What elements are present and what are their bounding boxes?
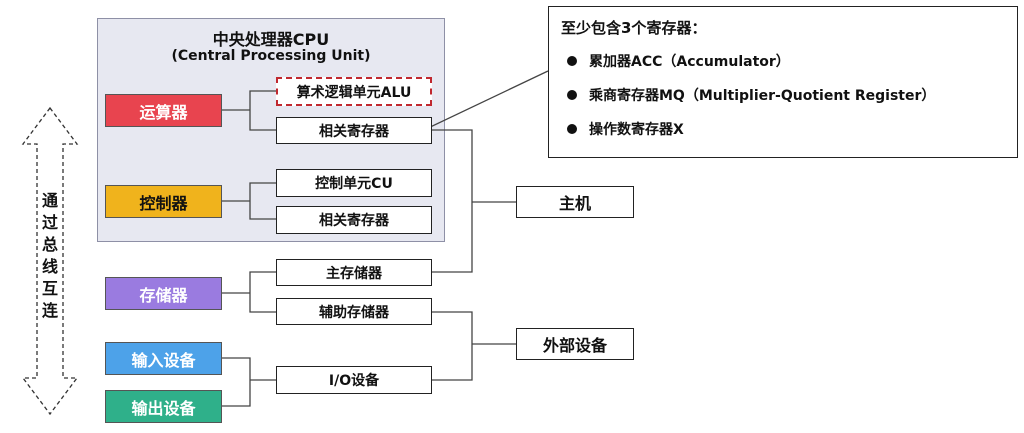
alu-group-box: 运算器: [105, 94, 222, 127]
bullet-icon: [567, 90, 577, 100]
aux-memory-box: 辅助存储器: [276, 298, 432, 325]
alu-registers-box: 相关寄存器: [276, 117, 432, 144]
control-group-box: 控制器: [105, 185, 222, 218]
register-info-item: 累加器ACC（Accumulator）: [561, 44, 1005, 78]
main-memory-box: 主存储器: [276, 259, 432, 286]
register-info-item: 操作数寄存器X: [561, 112, 1005, 146]
bus-interconnect-label: 通 过 总 线 互 连: [36, 186, 64, 326]
bus-label-char: 连: [41, 301, 58, 320]
register-info-item: 乘商寄存器MQ（Multiplier-Quotient Register）: [561, 78, 1005, 112]
host-box: 主机: [516, 186, 634, 218]
bus-label-char: 总: [41, 235, 58, 254]
register-info-text: 乘商寄存器MQ（Multiplier-Quotient Register）: [589, 88, 936, 104]
bullet-icon: [567, 56, 577, 66]
bus-label-char: 过: [41, 213, 58, 232]
register-info-text: 累加器ACC（Accumulator）: [589, 54, 790, 70]
register-info-text: 操作数寄存器X: [589, 122, 684, 138]
cu-registers-box: 相关寄存器: [276, 206, 432, 234]
bus-label-char: 互: [41, 279, 58, 298]
register-info-heading: 至少包含3个寄存器：: [561, 19, 707, 37]
io-devices-box: I/O设备: [276, 366, 432, 394]
cpu-title: 中央处理器CPU: [212, 30, 330, 49]
storage-group-box: 存储器: [105, 277, 222, 310]
input-device-box: 输入设备: [105, 342, 222, 375]
bus-double-arrow-icon: [21, 106, 79, 416]
output-device-box: 输出设备: [105, 390, 222, 423]
bullet-icon: [567, 124, 577, 134]
alu-box: 算术逻辑单元ALU: [276, 77, 432, 106]
cpu-subtitle: (Central Processing Unit): [171, 48, 371, 64]
register-info-box: 至少包含3个寄存器： 累加器ACC（Accumulator） 乘商寄存器MQ（M…: [548, 6, 1018, 158]
bus-label-char: 通: [41, 191, 58, 210]
external-devices-box: 外部设备: [516, 328, 634, 360]
cu-box: 控制单元CU: [276, 169, 432, 197]
bus-label-char: 线: [41, 257, 58, 276]
